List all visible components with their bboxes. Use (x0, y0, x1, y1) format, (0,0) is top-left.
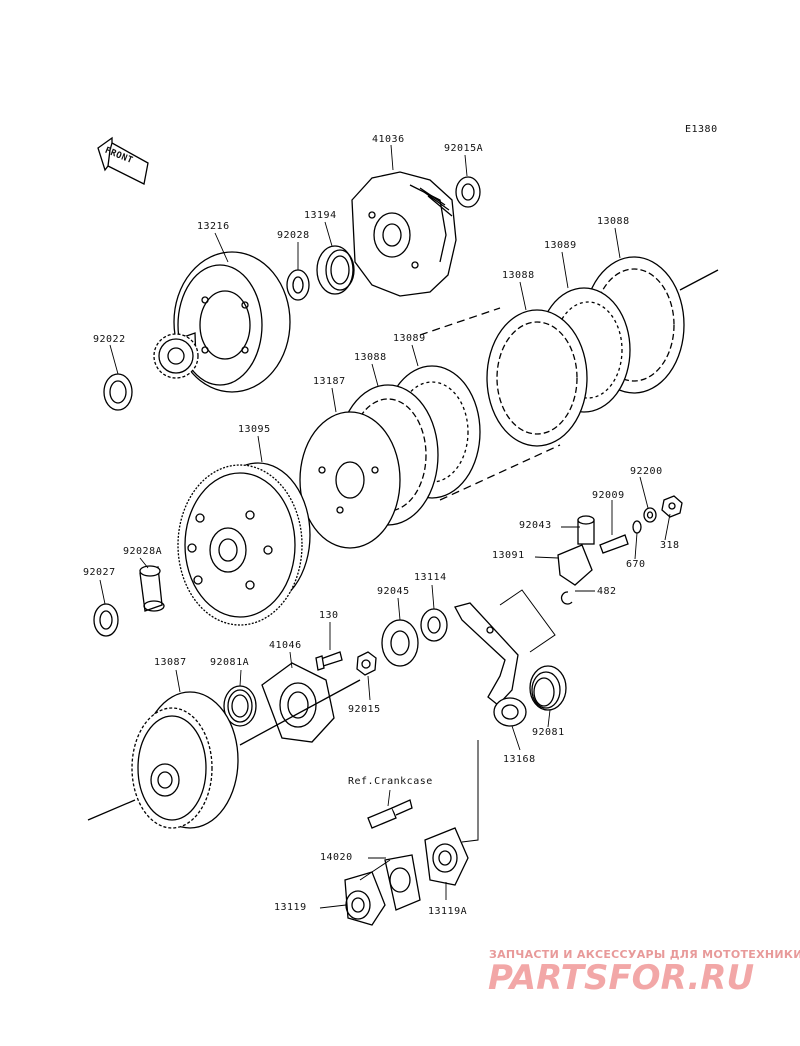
part-label-13119A: 13119A (428, 906, 468, 917)
part-label-13088-mid: 13088 (502, 270, 535, 281)
pressure-plate-13187 (299, 411, 401, 549)
clutch-hub-41046 (261, 662, 335, 743)
part-label-130: 130 (319, 610, 339, 621)
part-label-13095: 13095 (238, 424, 271, 435)
circlip-482 (560, 591, 573, 605)
part-label-92081A: 92081A (210, 657, 250, 668)
friction-plate-13088-mid (486, 309, 588, 447)
part-label-92081: 92081 (532, 727, 565, 738)
part-label-13168: 13168 (503, 754, 536, 765)
front-arrow-icon (97, 136, 149, 185)
part-label-92015: 92015 (348, 704, 381, 715)
part-label-92043: 92043 (519, 520, 552, 531)
clutch-shoe-assembly (351, 171, 457, 297)
crankcase-pin (367, 799, 413, 829)
washer-92200 (643, 507, 657, 523)
part-label-13091: 13091 (492, 550, 525, 561)
clutch-drum (173, 251, 291, 393)
part-label-13187: 13187 (313, 376, 346, 387)
spring-92081A (223, 685, 257, 727)
spring-92081 (529, 665, 567, 711)
part-label-13216: 13216 (197, 221, 230, 232)
nut-92015 (356, 651, 377, 676)
part-label-318: 318 (660, 540, 680, 551)
bearing-13114 (420, 608, 448, 642)
clutch-housing (177, 462, 311, 626)
primary-gear-13087 (131, 691, 239, 829)
collar-92028A (139, 565, 165, 612)
part-label-13088-low: 13088 (354, 352, 387, 363)
collar-92028 (286, 269, 310, 301)
part-label-92200: 92200 (630, 466, 663, 477)
cam-13168 (493, 697, 527, 727)
part-label-14020: 14020 (320, 852, 353, 863)
part-label-41046: 41046 (269, 640, 302, 651)
watermark-subtitle: ЗАПЧАСТИ И АКСЕССУАРЫ ДЛЯ МОТОТЕХНИКИ (489, 948, 800, 961)
part-label-670: 670 (626, 559, 646, 570)
release-lever (454, 589, 556, 706)
part-label-92027: 92027 (83, 567, 116, 578)
part-label-13087: 13087 (154, 657, 187, 668)
o-ring-670 (632, 520, 642, 534)
washer-92027 (93, 603, 119, 637)
drum-gear (153, 333, 199, 379)
bolt-130 (315, 651, 343, 671)
part-label-92028: 92028 (277, 230, 310, 241)
leader-lines (99, 144, 671, 909)
part-label-13088-top: 13088 (597, 216, 630, 227)
bearing-92045 (381, 619, 419, 667)
cam-plate-14020 (384, 854, 421, 911)
diagram-code: E1380 (685, 124, 718, 135)
cam-13119 (344, 871, 386, 926)
ref-crankcase-label: Ref.Crankcase (348, 776, 433, 787)
part-label-13089-mid: 13089 (393, 333, 426, 344)
part-label-482: 482 (597, 586, 617, 597)
part-label-13089-top: 13089 (544, 240, 577, 251)
adjusting-bolt-92043 (577, 515, 595, 545)
part-label-92009: 92009 (592, 490, 625, 501)
part-label-13119: 13119 (274, 902, 307, 913)
needle-bearing (316, 245, 355, 295)
part-label-13114: 13114 (414, 572, 447, 583)
part-label-92015A: 92015A (444, 143, 484, 154)
part-label-92028A: 92028A (123, 546, 163, 557)
bearing-92015A (455, 176, 481, 208)
part-label-13194: 13194 (304, 210, 337, 221)
part-label-92022: 92022 (93, 334, 126, 345)
part-label-92045: 92045 (377, 586, 410, 597)
watermark-logo: PARTSFOR.RU (488, 958, 755, 998)
nut-318 (661, 495, 683, 518)
washer-92022 (103, 373, 133, 411)
part-label-41036: 41036 (372, 134, 405, 145)
holder-13091 (557, 544, 593, 586)
cam-13119A (424, 827, 469, 886)
screw-92009 (599, 534, 629, 554)
